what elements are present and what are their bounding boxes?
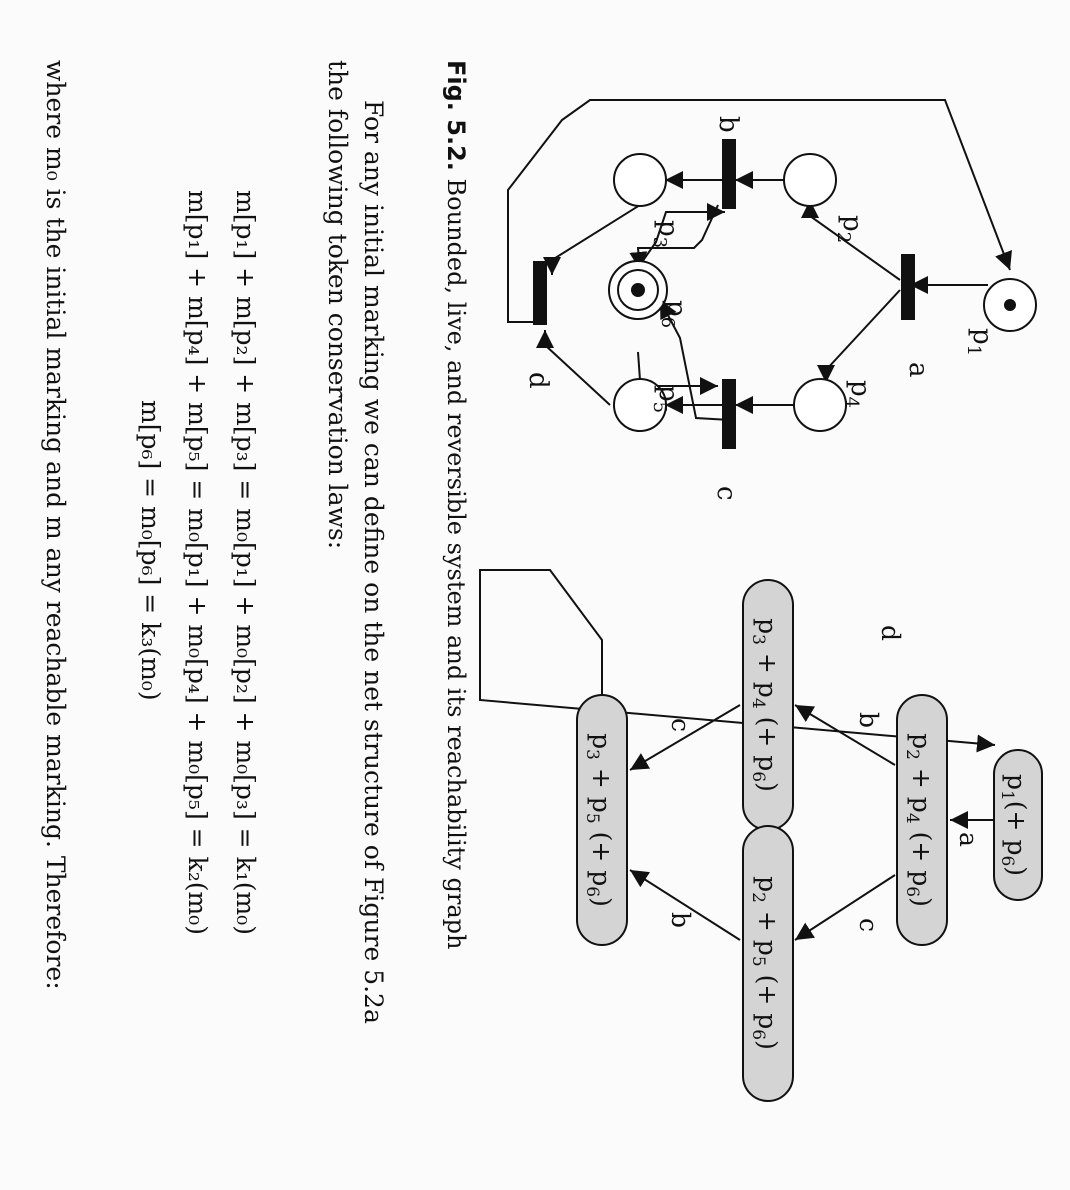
paragraph-2-line-1: where m₀ is the initial marking and m an…	[41, 60, 70, 990]
net-labels: p1 p2 p3 p4 p5 p6 a b c d	[523, 116, 997, 501]
node-p3p5-box	[576, 694, 628, 946]
arc-p5-d	[536, 330, 611, 406]
petri-net	[507, 99, 1037, 449]
transition-b	[722, 139, 736, 209]
label-d: d	[523, 372, 553, 389]
edge-label-d: d	[876, 625, 905, 641]
edge-b-top	[794, 704, 896, 766]
edge-c-bottom	[629, 704, 741, 771]
label-p1: p1	[963, 328, 997, 356]
edge-label-c-top: c	[854, 918, 883, 932]
node-p2p5-box	[742, 825, 794, 1102]
equation-2: m[p₁] + m[p₄] + m[p₅] = m₀[p₁] + m₀[p₄] …	[183, 190, 212, 935]
figure-5-2: p1 p2 p3 p4 p5 p6 a b c d	[479, 99, 1043, 1102]
place-p5	[613, 378, 667, 432]
label-a: a	[903, 362, 933, 378]
arc-d-p1	[507, 99, 1012, 323]
label-p3: p3	[649, 220, 683, 248]
token-p6	[631, 283, 645, 297]
edge-d	[479, 569, 996, 753]
node-p1-text: p1(+ p6)	[997, 774, 1031, 876]
arc-a-p4	[817, 289, 901, 383]
edge-b-bottom	[629, 869, 741, 941]
place-p1	[983, 278, 1037, 332]
paragraph-1-line-2: the following token conservation laws:	[323, 60, 352, 550]
label-p4: p4	[841, 380, 875, 408]
label-c: c	[711, 486, 741, 501]
transition-d	[533, 261, 547, 325]
equation-3: m[p₆] = m₀[p₆] = k₃(m₀)	[136, 400, 165, 701]
node-p2p4-text: p2 + p4 (+ p6)	[902, 733, 936, 907]
edge-label-a: a	[954, 832, 983, 847]
node-p2p4-box	[896, 694, 948, 946]
figure-caption: Fig. 5.2. Bounded, live, and reversible …	[442, 60, 470, 1160]
label-b: b	[713, 116, 743, 133]
place-p2	[783, 153, 837, 207]
arc-b-p6	[629, 204, 719, 271]
caption-label: Fig. 5.2.	[442, 60, 470, 171]
transition-a	[901, 254, 915, 320]
equation-1: m[p₁] + m[p₂] + m[p₃] = m₀[p₁] + m₀[p₂] …	[231, 190, 260, 935]
arc-a-p2	[801, 200, 901, 281]
node-p1-box	[993, 749, 1043, 901]
place-p4	[793, 378, 847, 432]
node-p3p4-text: p3 + p4 (+ p6)	[748, 618, 782, 792]
label-p2: p2	[833, 215, 867, 243]
place-p3	[613, 153, 667, 207]
label-p6: p6	[657, 300, 691, 328]
edge-c-top	[794, 874, 896, 941]
caption-text: Bounded, live, and reversible system and…	[442, 170, 470, 950]
edge-label-c-bottom: c	[666, 718, 695, 732]
arc-p6-b	[641, 203, 725, 263]
token-p1	[1004, 299, 1016, 311]
place-p6	[608, 260, 668, 320]
arc-p6-c	[659, 299, 731, 421]
node-p3p5-text: p3 + p5 (+ p6)	[582, 733, 616, 907]
paragraph-1-line-1: For any initial marking we can define on…	[359, 100, 388, 1024]
arc-p3-d	[543, 204, 641, 275]
node-p2p5-text: p2 + p5 (+ p6)	[748, 876, 782, 1050]
edge-label-b-bottom: b	[666, 912, 695, 928]
transition-c	[722, 379, 736, 449]
label-p5: p5	[649, 385, 683, 413]
reachability-graph: p1(+ p6) p2 + p4 (+ p6) p3 + p4 (+ p6) p…	[479, 569, 1043, 1102]
edge-label-b-top: b	[854, 712, 883, 728]
